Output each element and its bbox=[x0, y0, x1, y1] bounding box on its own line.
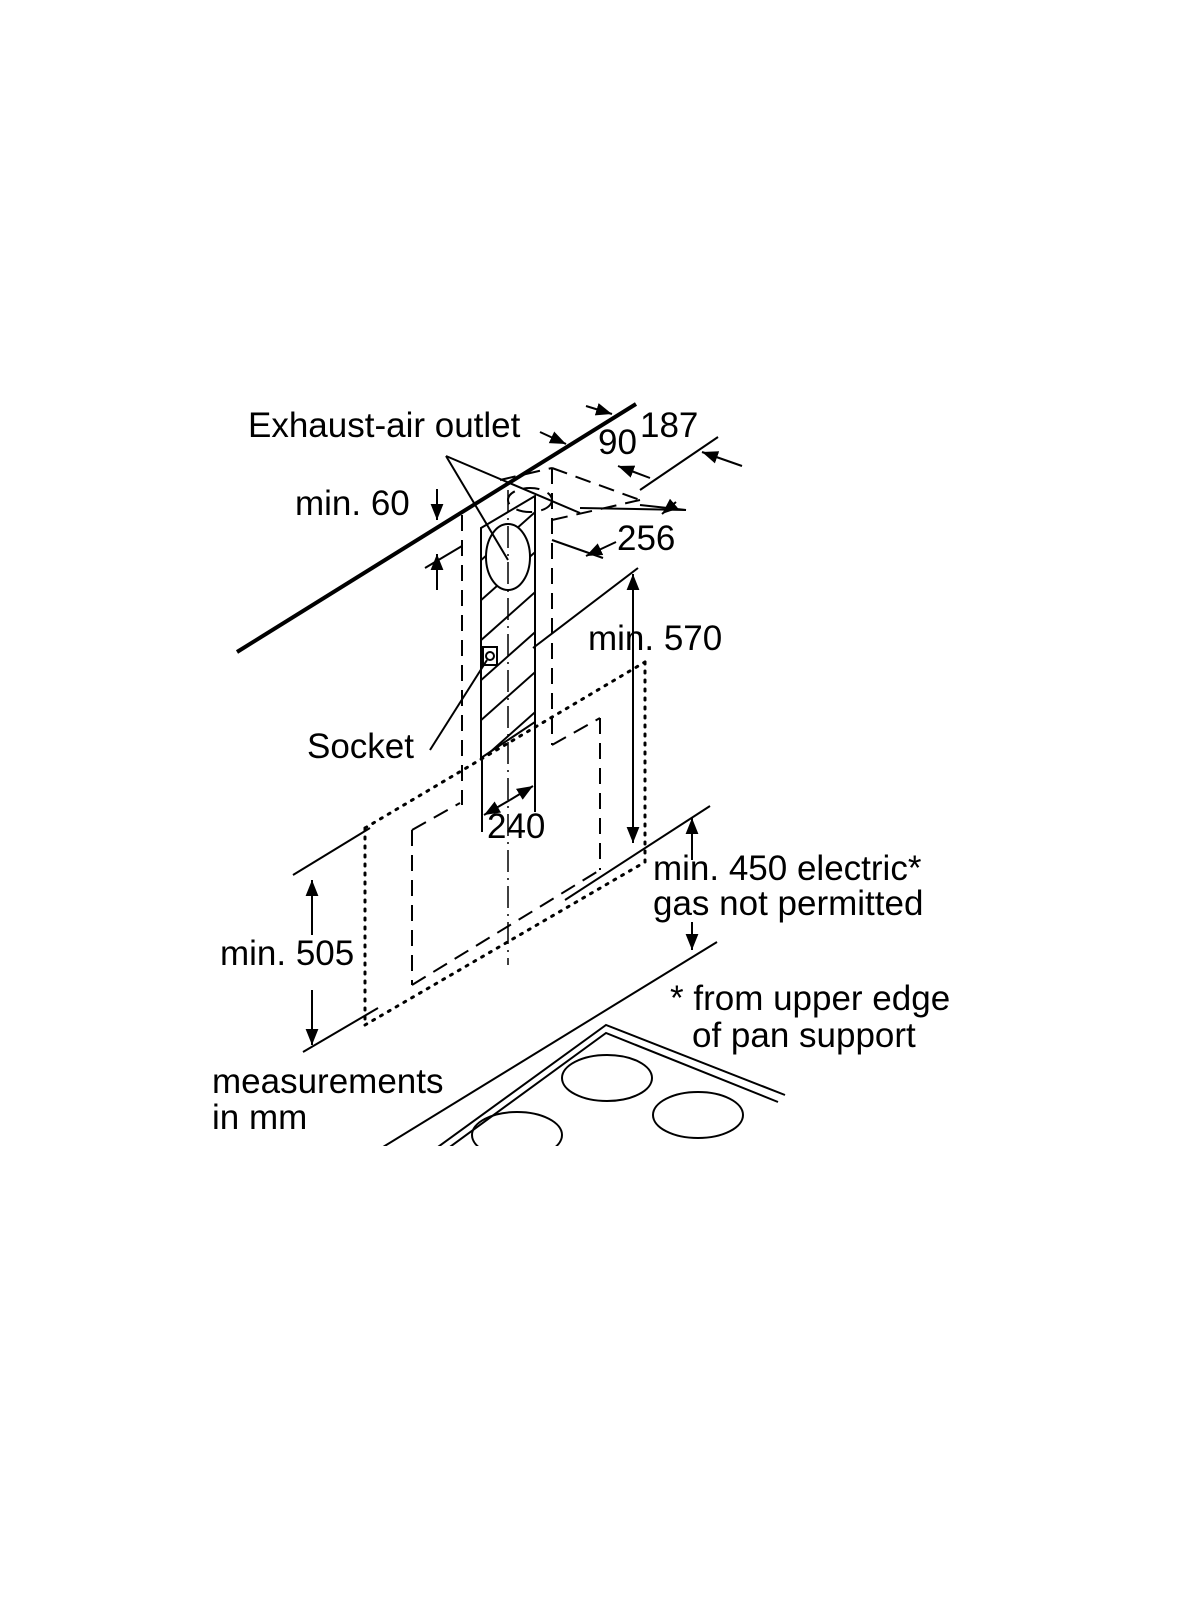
hood-outline-dotted bbox=[363, 660, 647, 1027]
dimension-min-570: min. 570 bbox=[588, 619, 722, 658]
burner-icon bbox=[471, 1111, 563, 1146]
hob-illustration bbox=[382, 941, 786, 1146]
wall-edge-line bbox=[235, 402, 638, 654]
dimension-187: 187 bbox=[640, 406, 698, 445]
gas-not-permitted-note: gas not permitted bbox=[653, 884, 923, 923]
dimension-lines bbox=[292, 403, 743, 1053]
chimney-outline-dashed bbox=[411, 467, 641, 986]
socket-icon bbox=[482, 646, 498, 666]
label-exhaust-outlet: Exhaust-air outlet bbox=[248, 406, 521, 445]
units-note-line-2: in mm bbox=[212, 1098, 307, 1137]
units-note-line-1: measurements bbox=[212, 1062, 443, 1101]
dimension-min-60: min. 60 bbox=[295, 484, 410, 523]
dimension-90: 90 bbox=[598, 423, 637, 462]
dimension-240: 240 bbox=[487, 807, 545, 846]
dimension-min-505: min. 505 bbox=[220, 934, 354, 973]
dimension-256: 256 bbox=[617, 519, 675, 558]
dimension-min-450: min. 450 electric* bbox=[653, 849, 922, 888]
footnote-line-2: of pan support bbox=[692, 1016, 916, 1055]
label-socket: Socket bbox=[307, 727, 414, 766]
burner-icon bbox=[652, 1091, 744, 1139]
burner-icon bbox=[561, 1054, 653, 1102]
footnote-line-1: * from upper edge bbox=[670, 979, 950, 1018]
